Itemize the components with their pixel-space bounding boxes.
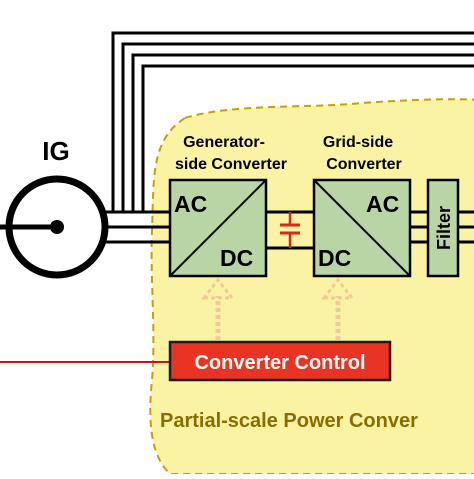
generator-rotor-dot [50, 220, 64, 234]
generator-label: IG [42, 136, 69, 166]
generator-side-ac-label: AC [174, 191, 207, 217]
generator-side-converter: AC DC Generator- side Converter [168, 134, 287, 278]
region-caption: Partial-scale Power Conver [160, 410, 418, 432]
grid-side-title-line1: Grid-side [323, 134, 393, 151]
grid-side-ac-label: AC [366, 191, 399, 217]
control-signal-arrow-generator-side [200, 277, 236, 340]
control-signal-arrow-grid-side [320, 277, 356, 340]
converter-control-label: Converter Control [194, 352, 365, 374]
generator-side-dc-label: DC [220, 245, 253, 271]
induction-generator: IG [0, 136, 109, 279]
filter-to-grid-lines [458, 210, 474, 244]
rotor-phase-lines [104, 210, 170, 244]
converter-to-filter-lines [410, 210, 428, 244]
grid-side-dc-label: DC [318, 245, 351, 271]
filter-label: Filter [434, 206, 454, 250]
filter-box [426, 178, 460, 278]
generator-side-converter-diagonal [169, 179, 267, 277]
filter: Filter [426, 178, 460, 278]
grid-side-converter: AC DC Grid-side Converter [312, 134, 412, 278]
grid-side-converter-diagonal [313, 179, 411, 277]
grid-side-title-line2: Converter [326, 156, 402, 173]
generator-side-title-line2: side Converter [175, 156, 287, 173]
generator-side-title-line1: Generator- [183, 134, 265, 151]
dc-link [266, 210, 314, 250]
converter-control: Converter Control [168, 340, 392, 382]
converter-control-box [168, 340, 392, 382]
stator-bypass-lines [111, 31, 474, 212]
